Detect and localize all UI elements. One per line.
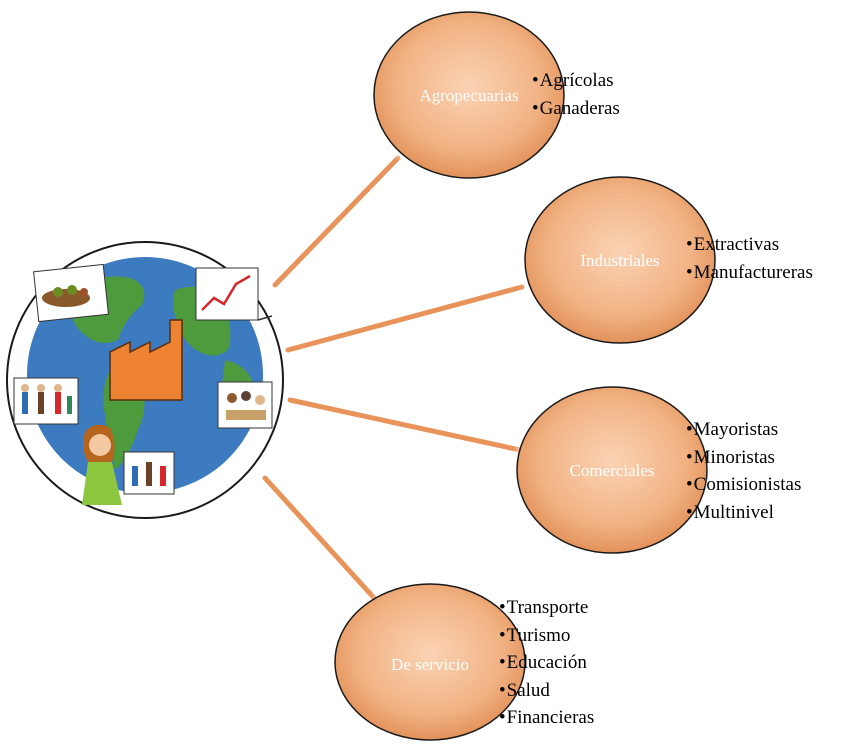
category-label-industriales: Industriales	[580, 251, 660, 270]
list-item: Turismo	[499, 622, 594, 650]
list-item: Extractivas	[686, 231, 813, 259]
connector-agropecuarias	[272, 155, 401, 288]
list-item: Salud	[499, 677, 594, 705]
connector-industriales	[285, 284, 525, 353]
bullet-list-industriales: Extractivas Manufactureras	[686, 231, 813, 286]
bullet-list-de-servicio: Transporte Turismo Educación Salud Finan…	[499, 594, 595, 732]
list-item: Manufactureras	[686, 259, 813, 287]
category-nodes	[332, 11, 718, 744]
growth-chart-card-icon	[195, 267, 273, 321]
list-item: Minoristas	[686, 444, 801, 472]
connector-de-servicio	[262, 475, 388, 613]
list-item: Educación	[499, 649, 594, 677]
category-label-agropecuarias: Agropecuarias	[419, 86, 519, 105]
connector-comerciales	[287, 397, 523, 453]
node-de-servicio	[332, 583, 528, 744]
list-item: Ganaderas	[532, 95, 620, 123]
bullet-list-agropecuarias: Agrícolas Ganaderas	[532, 67, 620, 122]
agriculture-card-icon	[33, 263, 109, 323]
bullet-list-comerciales: Mayoristas Minoristas Comisionistas Mult…	[686, 416, 802, 527]
presenter-icon	[82, 424, 175, 505]
node-agropecuarias	[371, 11, 567, 183]
list-item: Transporte	[499, 594, 594, 622]
globe-illustration	[6, 241, 284, 519]
list-item: Comisionistas	[686, 471, 802, 499]
connectors	[262, 155, 525, 613]
list-item: Multinivel	[686, 499, 801, 527]
people-card-icon	[13, 377, 79, 425]
list-item: Agrícolas	[532, 67, 620, 95]
meeting-card-icon	[217, 381, 273, 429]
factory-icon	[109, 319, 183, 401]
list-item: Financieras	[499, 704, 595, 732]
node-comerciales	[514, 386, 710, 558]
category-label-de-servicio: De servicio	[391, 655, 469, 674]
node-industriales	[522, 176, 718, 348]
category-label-comerciales: Comerciales	[569, 461, 655, 480]
list-item: Mayoristas	[686, 416, 801, 444]
